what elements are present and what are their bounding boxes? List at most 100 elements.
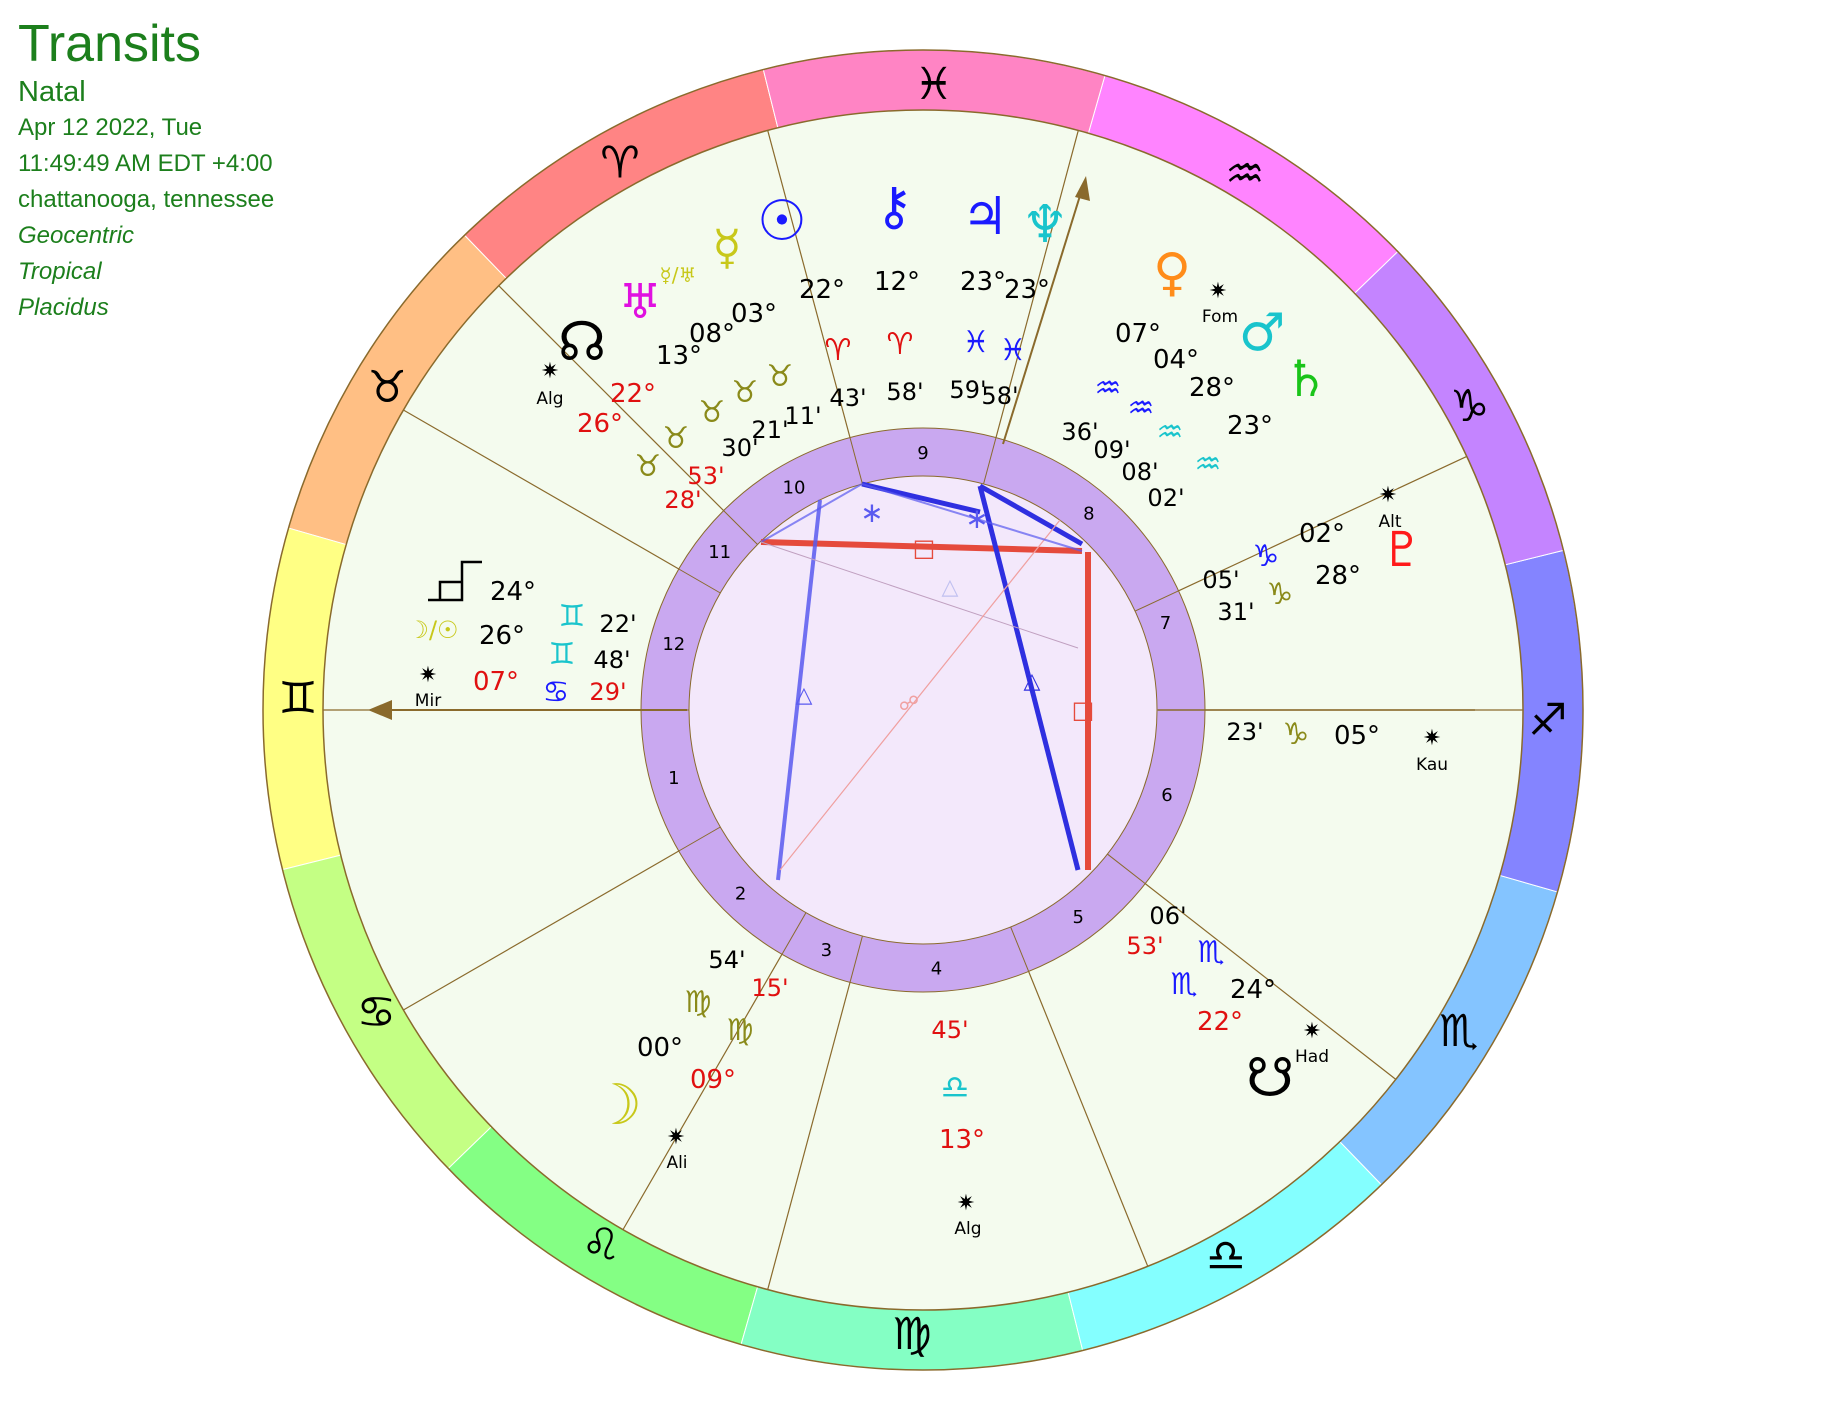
natal-minute: 29': [589, 678, 626, 706]
zodiac-sign-icon: ♋: [357, 987, 396, 1038]
chiron-degree: 12°: [874, 267, 920, 297]
pluto-natal-degree: 28°: [1315, 561, 1361, 591]
jupiter-sign: ♓: [963, 325, 990, 360]
cusp-minute: 22': [599, 610, 636, 638]
midheaven-line: [1002, 185, 1084, 445]
virgo-degree: 00°: [637, 1033, 683, 1063]
house-number: 11: [708, 542, 731, 563]
saturn-minute: 08': [1121, 458, 1158, 486]
pluto-minute: 05': [1202, 566, 1239, 594]
house-cusp-line: [498, 285, 725, 512]
star-icon: ✷: [957, 1191, 975, 1216]
taurus-sign: ♉: [635, 449, 662, 484]
zodiac-sign-icon: ♏: [1439, 1006, 1478, 1057]
zodiac-sign-icon: ♎: [1206, 1231, 1245, 1282]
chart-title: Transits: [18, 15, 201, 73]
aspect-line: [760, 483, 863, 543]
aspect-glyphs: △ △ △ □ □ ∗ ∗ ☍: [796, 496, 1095, 724]
descendant-sign: ♑: [1283, 717, 1310, 752]
virgo-sign: ♍: [727, 1013, 754, 1048]
scorpio-sign: ♏: [1171, 967, 1198, 1002]
descendant-degree: 05°: [1334, 721, 1380, 751]
zodiac-sign-icon: ♉: [368, 362, 407, 413]
star-icon: ✷: [1379, 483, 1397, 508]
midpoint-minute: 21': [751, 416, 788, 444]
house-cusp-line: [403, 850, 680, 1011]
taurus-sign: ♉: [732, 375, 759, 410]
natal-degree: 07°: [473, 667, 519, 697]
uranus-minute: 30': [721, 434, 758, 462]
square-icon: □: [913, 534, 936, 562]
opposition-icon: ☍: [899, 691, 919, 715]
midpoint-degree: 08°: [689, 319, 735, 349]
house-number: 10: [783, 478, 806, 499]
house-divider: [678, 568, 721, 594]
scorpio-minute: 06': [1149, 902, 1186, 930]
neptune-degree: 23°: [1004, 275, 1050, 305]
star-label-ali: Ali: [666, 1153, 687, 1173]
house-divider: [1107, 853, 1146, 885]
descendant-minute: 23': [1226, 718, 1263, 746]
zodiac-sign-icon: ♓: [914, 59, 953, 110]
saturn-natal-degree: 23°: [1227, 411, 1273, 441]
midpoint-label: ☿/♅: [660, 263, 697, 287]
venus-degree: 07°: [1115, 319, 1161, 349]
taurus-sign: ♉: [699, 395, 726, 430]
cancer-sign: ♋: [543, 675, 570, 710]
zodiac-sign-icon: ♒: [1225, 148, 1264, 199]
chart-subtitle: Natal: [18, 76, 86, 108]
house-number: 1: [668, 768, 679, 789]
saturn-sign: ♒: [1157, 415, 1184, 450]
saturn-degree: 28°: [1189, 373, 1235, 403]
saturn-natal-sign: ♒: [1195, 447, 1222, 482]
house-cusp-line: [767, 130, 851, 438]
saturn-natal-minute: 02': [1147, 484, 1184, 512]
uranus-degree: 13°: [656, 341, 702, 371]
aspect-line: [861, 481, 981, 515]
house-cusp-marker-icon: [428, 560, 482, 602]
star-label-alt: Alt: [1378, 512, 1401, 532]
aspect-lines: [760, 481, 1091, 881]
aspect-line: [978, 483, 1084, 547]
star-icon: ✷: [1303, 1019, 1321, 1044]
chiron-sign: ♈: [887, 327, 914, 362]
mars-degree: 04°: [1153, 345, 1199, 375]
jupiter-degree: 23°: [960, 267, 1006, 297]
chart-time: 11:49:49 AM EDT +4:00: [18, 150, 273, 177]
house-cusp-line: [1144, 883, 1397, 1080]
mars-minute: 09': [1093, 436, 1130, 464]
star-label-had: Had: [1295, 1047, 1329, 1067]
house-number: 3: [821, 940, 832, 961]
libra-minute: 45': [931, 1016, 968, 1044]
aspect-line: [977, 485, 1081, 871]
midpoint-minute: 48': [593, 646, 630, 674]
house-cusps: [323, 130, 1523, 1290]
triangle-icon: △: [796, 683, 813, 708]
midheaven-arrow: [1075, 176, 1090, 201]
star-label-alg: Alg: [954, 1219, 981, 1239]
midpoint-deg: 26°: [479, 621, 525, 651]
taurus-sign: ♉: [663, 421, 690, 456]
fixed-stars: ✷ Alg ✷ Fom ✷ Alt ✷ Kau ✷ Had ✷ Alg ✷ Al…: [415, 279, 1448, 1239]
gemini-sign: ♊: [549, 637, 576, 672]
virgo-sign: ♍: [685, 985, 712, 1020]
venus-icon: ♀: [1153, 243, 1191, 303]
scorpio-minute: 53': [1126, 932, 1163, 960]
house-divider: [723, 510, 758, 545]
square-icon: □: [1072, 696, 1095, 724]
star-label-mir: Mir: [415, 691, 441, 711]
chart-date: Apr 12 2022, Tue: [18, 114, 203, 141]
virgo-degree: 09°: [690, 1065, 736, 1095]
house-cusp-line: [995, 130, 1079, 438]
pluto-sign: ♑: [1253, 539, 1280, 574]
zodiac-sign-icon: ♊: [278, 673, 317, 724]
zodiac-sign-icon: ♍: [892, 1309, 931, 1360]
sextile-icon: ∗: [860, 496, 883, 529]
moon-icon: ☽: [592, 1073, 642, 1138]
house-number: 2: [735, 883, 746, 904]
aux-labels: ♅ ☿ ☿/♅ 13° 08° 03° ☊ 22° 26° ♉ ♉ ♉ ♉ ♉ …: [407, 220, 1380, 1155]
venus-sign: ♒: [1095, 371, 1122, 406]
sun-icon: ☉: [757, 189, 807, 254]
